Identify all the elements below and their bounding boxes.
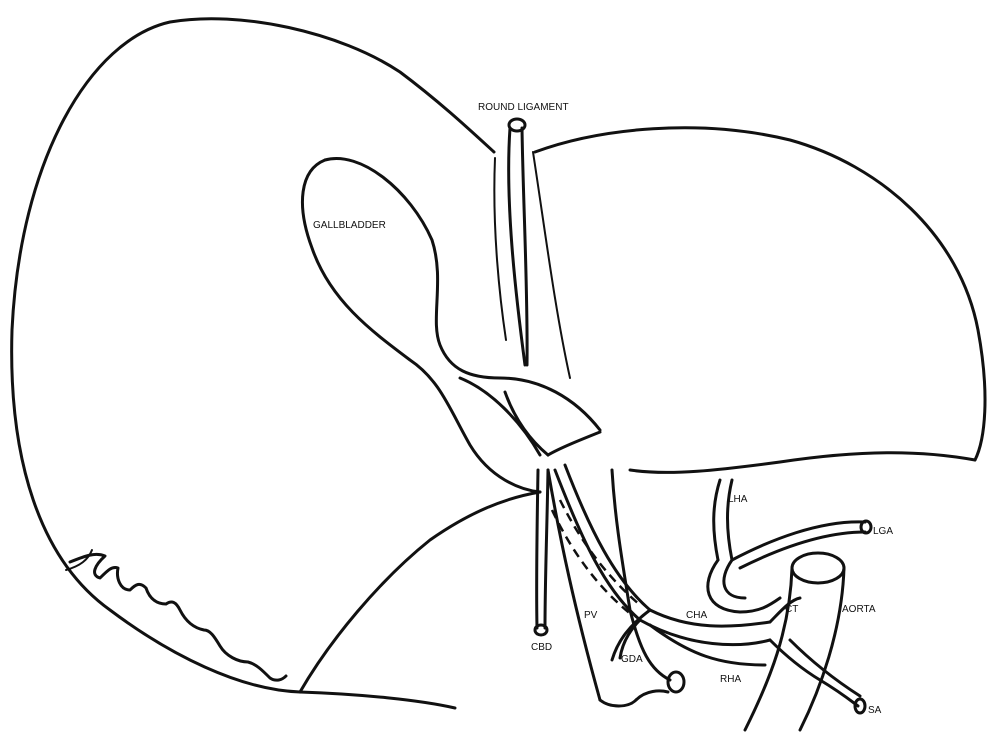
sa-cut-end <box>855 699 865 713</box>
label-gallbladder: GALLBLADDER <box>313 220 386 231</box>
label-cha: CHA <box>686 610 707 621</box>
label-ct: CT <box>785 604 798 615</box>
label-aorta: AORTA <box>842 604 876 615</box>
round-ligament-right-edge <box>522 128 527 365</box>
cystic-duct <box>460 378 540 455</box>
cha-upper <box>565 465 770 626</box>
pv-left-wall <box>548 470 600 700</box>
pv-cut-end <box>668 672 684 692</box>
round-ligament-cut-end <box>509 119 525 131</box>
label-round-ligament: ROUND LIGAMENT <box>478 102 569 113</box>
liver-right-lobe <box>12 19 494 708</box>
aorta-top <box>792 553 844 583</box>
aorta-right-wall <box>800 568 844 730</box>
lga-branch <box>732 522 865 560</box>
pv-lower-edge <box>636 691 668 700</box>
label-lha: LHA <box>728 494 748 505</box>
liver-left-lobe <box>535 128 985 460</box>
cbd-cut-end <box>535 625 547 635</box>
label-gda: GDA <box>621 654 643 665</box>
lga-loop <box>708 560 780 612</box>
lha <box>714 480 720 560</box>
falciform-line-2 <box>533 152 570 378</box>
liver-right-inferior-edge <box>300 492 540 692</box>
cbd-left-wall <box>537 470 538 628</box>
label-lga: LGA <box>873 526 893 537</box>
label-pv: PV <box>584 610 598 621</box>
label-sa: SA <box>868 705 882 716</box>
label-rha: RHA <box>720 674 741 685</box>
right-hepatic-duct <box>505 392 548 455</box>
cbd-right-wall <box>545 470 548 628</box>
artist-signature <box>66 550 286 680</box>
falciform-line <box>494 158 506 340</box>
lha-2 <box>728 480 733 560</box>
aorta-left-wall <box>745 568 792 730</box>
lga-branch-2 <box>740 532 865 568</box>
gallbladder-outline-right <box>325 158 600 430</box>
liver-left-inferior-edge <box>630 453 975 473</box>
label-cbd: CBD <box>531 642 552 653</box>
pv-bottom <box>600 700 636 706</box>
left-hepatic-duct <box>548 432 600 455</box>
